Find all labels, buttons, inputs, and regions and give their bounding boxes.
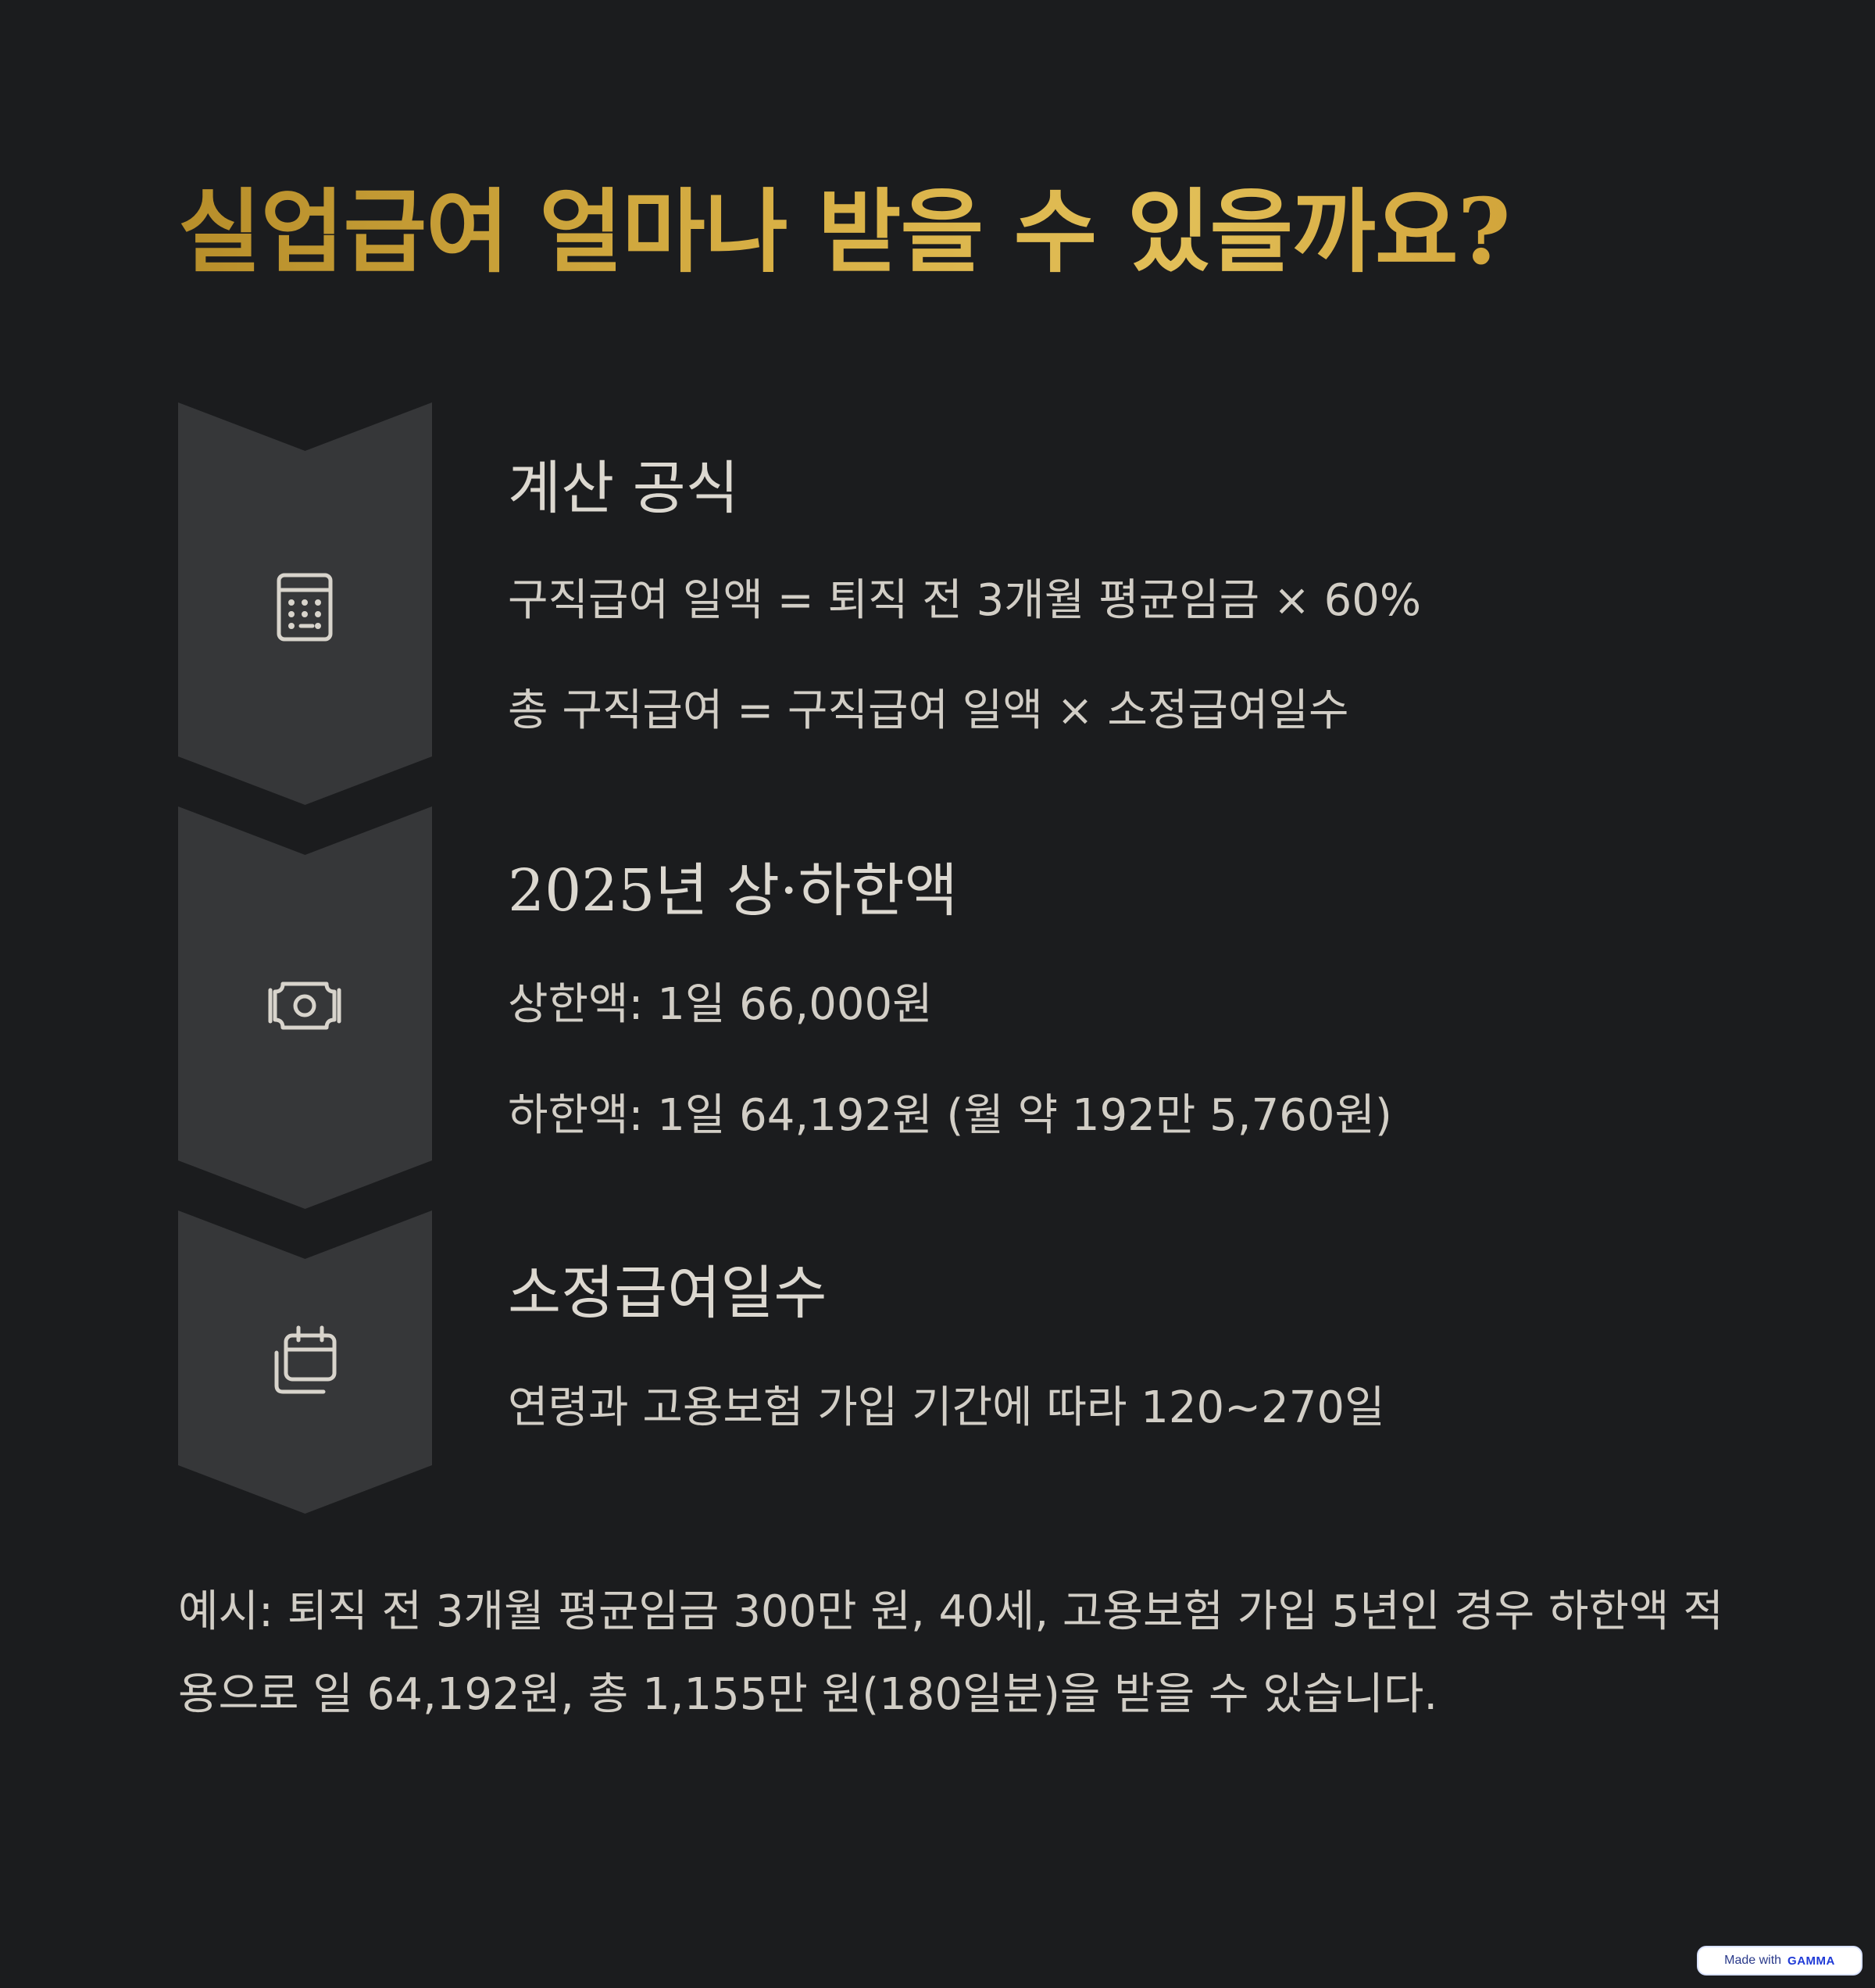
calendar-icon [266,1320,344,1398]
step-line-daily-benefit: 구직급여 일액 = 퇴직 전 3개월 평균임금 × 60% [508,575,1422,626]
step-chevron-formula [178,402,432,805]
step-title-limits: 2025년 상·하한액 [508,857,958,924]
page-title: 실업급여 얼마나 받을 수 있을까요? [178,173,1511,291]
step-chevron-days [178,1210,432,1514]
calculator-icon [266,567,344,645]
step-line-lower-limit: 하한액: 1일 64,192원 (월 약 192만 5,760원) [508,1090,1392,1141]
made-with-gamma-badge[interactable]: Made with GAMMA [1697,1946,1862,1975]
banknote-icon [266,967,344,1045]
step-title-days: 소정급여일수 [508,1260,827,1327]
step-chevron-limits [178,806,432,1209]
example-paragraph: 예시: 퇴직 전 3개월 평균임금 300만 원, 40세, 고용보험 가입 5… [178,1586,1723,1720]
step-line-upper-limit: 상한액: 1일 66,000원 [508,979,933,1030]
step-title-formula: 계산 공식 [508,455,739,522]
step-line-days-range: 연령과 고용보험 가입 기간에 따라 120~270일 [508,1382,1385,1433]
gamma-logo: GAMMA [1788,1954,1835,1968]
badge-prefix: Made with [1724,1954,1782,1967]
step-line-total-benefit: 총 구직급여 = 구직급여 일액 × 소정급여일수 [508,685,1349,736]
